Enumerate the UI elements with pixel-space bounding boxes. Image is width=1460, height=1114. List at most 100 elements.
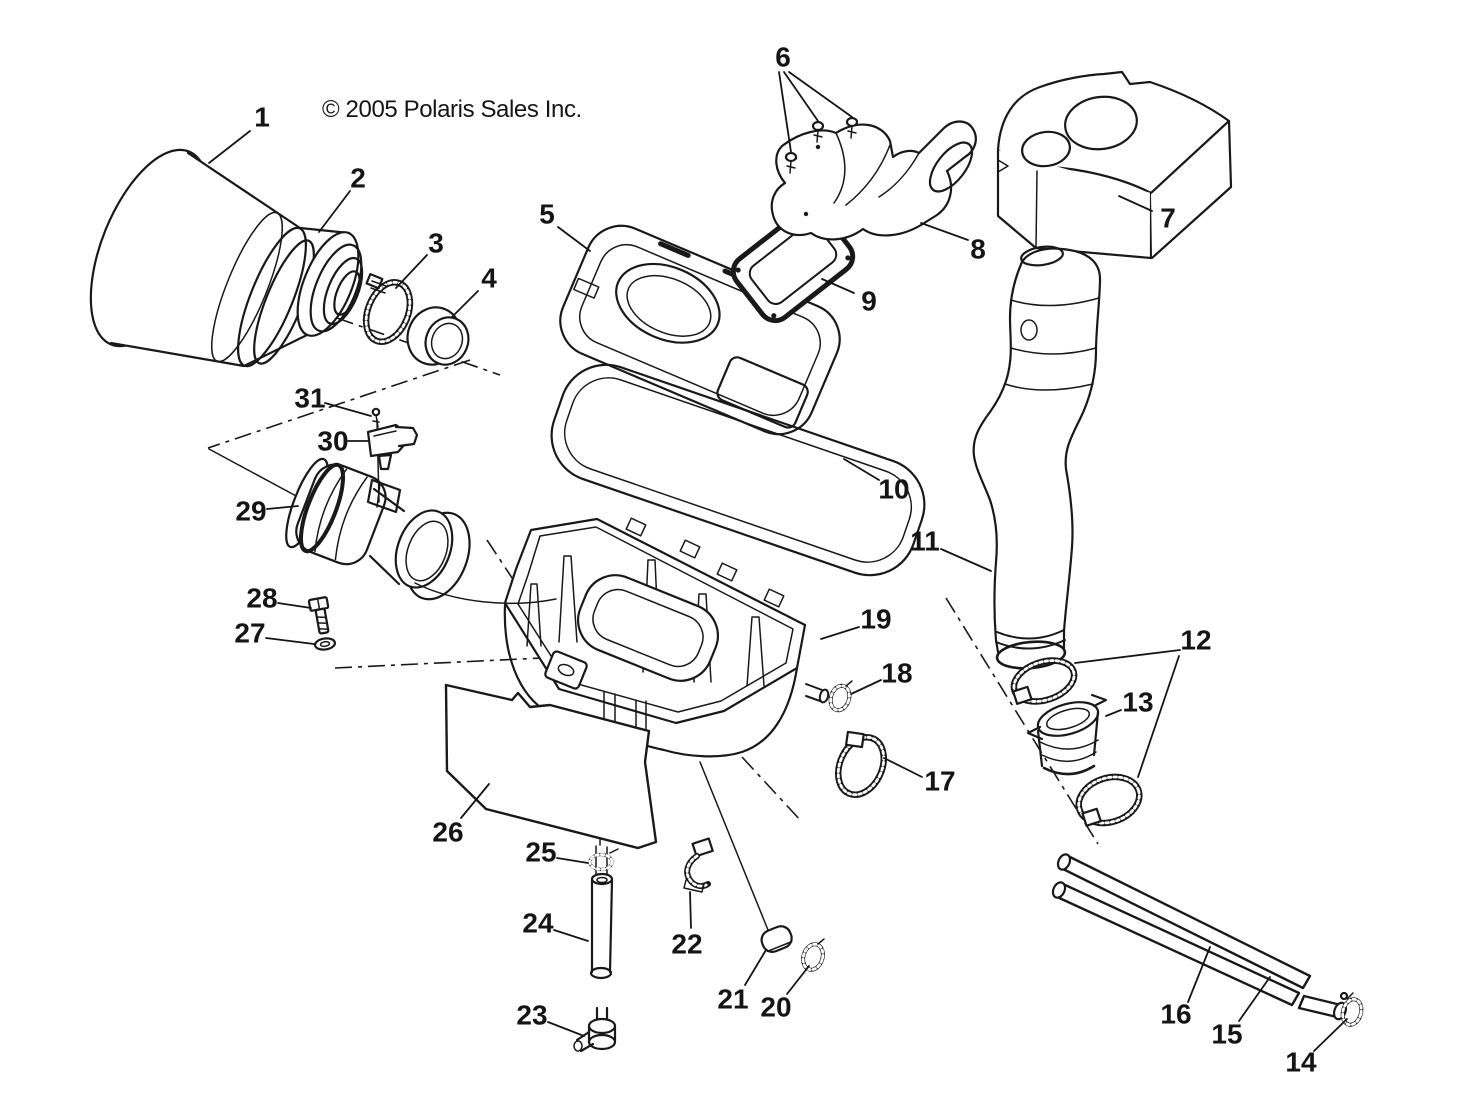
part-25-hose-clamp [588,845,619,878]
callout-2: 2 [318,163,366,233]
callout-23-label: 23 [516,1000,547,1031]
callout-6: 6 [775,42,853,153]
part-29-intake-boot [285,457,387,566]
callout-1-label: 1 [254,102,270,133]
callout-7: 7 [1118,195,1176,234]
callout-18-leader-line [850,679,882,695]
callout-14-label: 14 [1285,1047,1317,1078]
part-13-adapter-boot [1026,693,1108,776]
callout-20: 20 [760,965,810,1023]
part-20-clamp [801,938,825,972]
part-27-washer [313,637,337,651]
part-8-intake-duct [770,120,977,241]
callout-11-leader-line [940,548,992,572]
callout-28: 28 [246,583,312,614]
callout-12-leader-line [1074,649,1181,664]
callout-17-leader-line [883,757,923,778]
part-12-clamp-upper [1010,657,1078,705]
callout-31: 31 [294,383,372,417]
callout-8: 8 [920,222,986,265]
callout-25-label: 25 [525,837,556,868]
callout-21: 21 [717,949,767,1015]
callout-27-leader-line [265,637,315,645]
callout-4: 4 [451,263,497,318]
callout-26-leader-line [460,783,490,819]
callout-6-label: 6 [775,42,791,73]
callout-16: 16 [1160,946,1211,1030]
part-24-drain-hose [589,872,614,980]
callout-30-label: 30 [317,426,348,457]
callout-3-leader-line [395,254,428,289]
part-19-airbox-body [503,517,807,846]
callout-22-label: 22 [671,929,702,960]
callout-25-leader-line [556,857,589,864]
part-17-clamp [835,730,887,798]
callout-29-label: 29 [235,496,266,527]
callout-23: 23 [516,1000,585,1037]
callout-23-leader-line [547,1021,585,1037]
callout-14: 14 [1285,1018,1348,1078]
callout-10-leader-line [843,458,880,481]
callout-12-label: 12 [1180,625,1211,656]
copyright-notice: © 2005 Polaris Sales Inc. [322,96,582,123]
callout-15: 15 [1211,976,1271,1050]
callout-12-leader-line [1137,655,1180,778]
callout-6-leader-line [778,71,792,153]
callout-18-label: 18 [881,658,912,689]
callout-27: 27 [234,618,315,649]
part-21-plug [760,925,793,953]
callout-13-leader-line [1105,709,1122,717]
part-14-clamp [1339,991,1364,1027]
callout-9: 9 [821,278,877,317]
callout-21-label: 21 [717,984,748,1015]
callout-20-label: 20 [760,992,791,1023]
part-30-sensor [366,423,419,471]
part-11-intake-tube [972,245,1102,670]
callout-layer: 1234567891011121314151617181920212223242… [208,42,1348,1078]
part-6-screws [784,116,859,174]
callout-28-label: 28 [246,583,277,614]
callout-31-label: 31 [294,383,325,414]
part-23-drain-valve [573,1006,617,1053]
callout-14-leader-line [1313,1018,1348,1052]
alignment-lines [207,317,1099,931]
callout-5-label: 5 [539,199,555,230]
part-18-port-clamp [805,680,853,713]
callout-29: 29 [235,496,299,527]
callout-25: 25 [525,837,589,868]
callout-28-leader-line [277,602,312,609]
part-4-adapter-ring [406,306,470,366]
callout-11-label: 11 [910,526,940,557]
callout-1-leader-line [208,130,251,164]
part-2-air-filter [244,226,364,367]
callout-19-label: 19 [860,604,891,635]
callout-22: 22 [671,891,703,960]
callout-24-label: 24 [522,908,554,939]
callout-10: 10 [843,458,910,505]
callout-30: 30 [317,426,370,457]
callout-7-label: 7 [1160,203,1176,234]
callout-4-label: 4 [481,263,497,294]
part-31-screw [371,407,381,428]
callout-10-label: 10 [878,474,909,505]
callout-17-label: 17 [924,766,955,797]
part-26-foam-baffle [444,683,658,850]
callout-26-label: 26 [432,817,463,848]
callout-20-leader-line [786,965,810,995]
part-7-resonator-cover [996,70,1233,260]
callout-19: 19 [820,604,892,640]
callout-9-leader-line [821,278,855,294]
part-22-elbow-clip [683,837,714,893]
callout-15-label: 15 [1211,1019,1242,1050]
callout-29-leader-line [266,505,299,510]
callout-16-label: 16 [1160,999,1191,1030]
callout-7-leader-line [1118,195,1153,212]
callout-12: 12 [1074,625,1212,778]
callout-31-leader-line [324,402,372,417]
callout-11: 11 [910,526,992,572]
callout-13: 13 [1105,687,1154,718]
part-16-vent-tube [1056,853,1312,990]
intake-flange-assembly [366,419,557,605]
callout-19-leader-line [820,626,860,640]
callout-6-leader-line [788,71,853,118]
